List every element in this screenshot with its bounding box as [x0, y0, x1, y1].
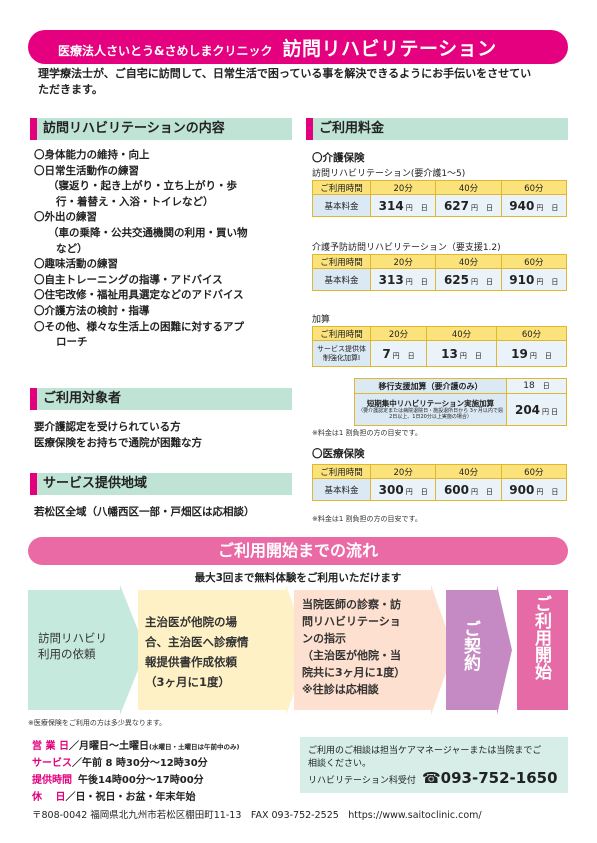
list-item: 〇介護方法の検討・指導: [34, 304, 150, 317]
list-item: 〇趣味活動の練習: [34, 258, 118, 271]
step1: 訪問リハビリ利用の依頼: [38, 631, 107, 661]
list-item: 〇身体能力の維持・向上: [34, 149, 150, 161]
fees-heading: ご利用料金: [306, 118, 568, 140]
service-hours-pm: 提供時間午後14時00分～17時00分: [32, 775, 204, 786]
reception-label: リハビリテーション科受付: [308, 776, 416, 786]
step5-shape: [517, 590, 568, 710]
content-heading: 訪問リハビリテーションの内容: [30, 118, 292, 140]
phone-number[interactable]: ☎093-752-1650: [422, 769, 558, 787]
step1-shape: [28, 585, 146, 715]
step4-shape: [446, 585, 512, 715]
area-text: 若松区全域（八幡西区一部・戸畑区は応相談）: [34, 506, 255, 518]
target-line: 医療保険をお持ちで通院が困難な方: [34, 437, 202, 449]
list-item: 〇外出の練習: [34, 211, 97, 224]
page-title: 訪問リハビリテーション: [282, 37, 497, 60]
title-banner: 医療法人さいとう&さめしまクリニック 訪問リハビリテーション: [28, 30, 568, 64]
step2: 主治医が他院の場合、主治医へ診療情報提供書作成依頼（3ヶ月に1度）: [145, 615, 249, 689]
list-item: 〇その他、様々な生活上の困難に対するアプ: [34, 320, 244, 333]
holidays: 休 日／日・祝日・お盆・年末年始: [32, 792, 196, 803]
area-heading: サービス提供地域: [30, 473, 292, 495]
iryo-heading: 〇医療保険: [312, 448, 365, 460]
list-item: （寝返り・起き上がり・立ち上がり・歩: [48, 180, 237, 193]
yobo-caption: 介護予防訪問リハビリテーション（要支援1.2): [312, 243, 501, 253]
list-item: など）: [56, 242, 88, 255]
service-hours-am: サービス／午前 8 時30分～12時30分: [32, 758, 208, 769]
content-list: 〇身体能力の維持・向上 〇日常生活動作の練習 （寝返り・起き上がり・立ち上がり・…: [34, 148, 294, 351]
flow-footnote: ※医療保険をご利用の方は多少異なります。: [28, 719, 167, 727]
list-item: 〇住宅改修・福祉用具選定などのアドバイス: [34, 289, 244, 302]
list-item: （車の乗降・公共交通機関の利用・買い物: [48, 226, 248, 239]
address-line: 〒808-0042 福岡県北九州市若松区棚田町11-13 FAX 093-752…: [32, 810, 482, 821]
kasan-caption: 加算: [312, 315, 331, 325]
kaigo-caption: 訪問リハビリテーション(要介護1～5): [312, 169, 466, 179]
kaigo-heading: 〇介護保険: [312, 152, 365, 164]
step3: 当院医師の診察・訪問リハビリテーションの指示（主治医が他院・当院共に3ヶ月に1度…: [302, 598, 406, 696]
list-item: 〇日常生活動作の練習: [34, 164, 139, 177]
target-heading: ご利用対象者: [30, 388, 292, 410]
clinic-name: 医療法人さいとう&さめしまクリニック: [58, 43, 273, 58]
fee-note: ※料金は1 割負担の方の目安です。: [312, 429, 422, 437]
step4: ご契約: [460, 620, 480, 671]
intro-text: 理学療法士が、ご自宅に訪問して、日常生活で困っている事を解決できるようにお手伝い…: [38, 67, 532, 96]
step3-shape: [294, 585, 454, 715]
step2-shape: [138, 585, 310, 715]
list-item: 行・着替え・入浴・トイレなど）: [56, 195, 214, 208]
step5: ご利用開始: [531, 595, 551, 680]
business-days: 営 業 日／月曜日～土曜日(水曜日・土曜日は午前中のみ): [32, 741, 240, 752]
contact-box: ご利用のご相談は担当ケアマネージャーまたは当院までご相談ください。 リハビリテー…: [300, 737, 568, 793]
flow-arrows: [28, 585, 568, 715]
flow-subtitle: 最大3回まで無料体験をご利用いただけます: [194, 572, 402, 584]
flow-title: ご利用開始までの流れ: [28, 537, 568, 565]
list-item: 〇自主トレーニングの指導・アドバイス: [34, 273, 223, 286]
target-line: 要介護認定を受けられている方: [34, 421, 181, 433]
fee-note: ※料金は1 割負担の方の目安です。: [312, 515, 422, 523]
list-item: ローチ: [56, 336, 88, 349]
